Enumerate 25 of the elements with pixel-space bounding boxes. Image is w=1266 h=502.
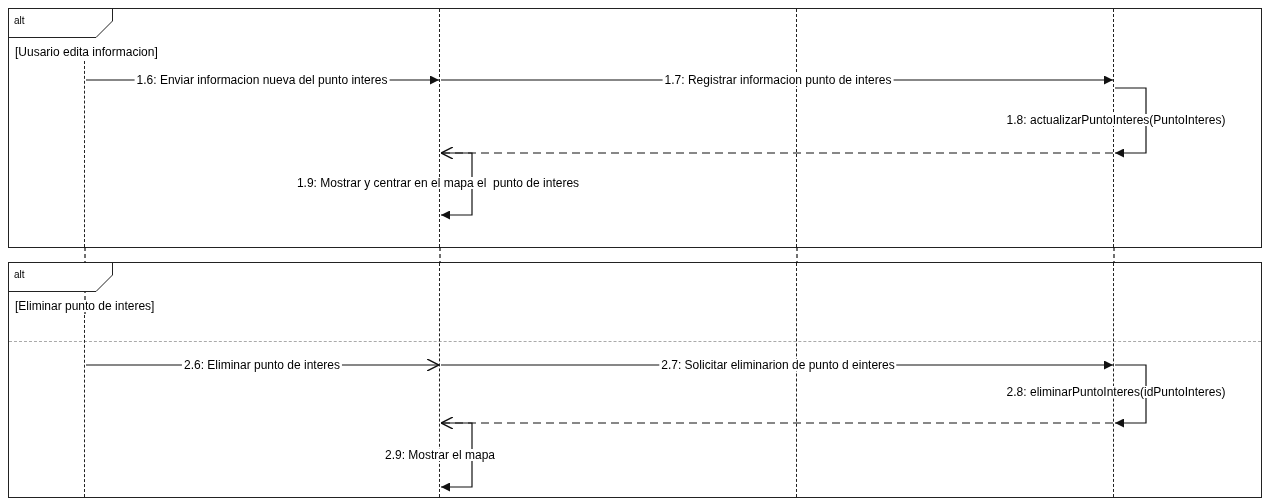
guard-condition: [Eliminar punto de interes] <box>15 300 155 312</box>
lifeline-segment <box>1113 246 1115 264</box>
operator-tab: alt <box>9 9 113 38</box>
message-label: 2.9: Mostrar el mapa <box>383 449 497 461</box>
self-message-arrow <box>440 152 473 220</box>
combined-fragment-frame <box>8 262 1262 498</box>
self-message-arrow <box>1114 87 1147 158</box>
message-label: 2.6: Eliminar punto de interes <box>181 359 343 371</box>
return-message-arrow <box>440 146 1114 160</box>
message-label: 2.8: eliminarPuntoInteres(idPuntoInteres) <box>1004 386 1228 398</box>
combined-fragment-frame <box>8 8 1262 248</box>
lifeline <box>84 61 86 247</box>
message-label: 2.7: Solicitar eliminarion de punto d einteres <box>659 359 897 371</box>
self-message-arrow <box>440 422 473 492</box>
message-label: 1.9: Mostrar y centrar en el mapa el punto de interes <box>294 177 582 189</box>
lifeline <box>84 315 86 497</box>
return-message-arrow <box>440 416 1114 430</box>
self-message-arrow <box>1114 364 1147 428</box>
lifeline-segment <box>796 246 798 264</box>
guard-condition: [Uusario edita informacion] <box>15 46 158 58</box>
message-label: 1.8: actualizarPuntoInteres(PuntoInteres) <box>1004 114 1228 126</box>
message-label: 1.7: Registrar informacion punto de interes <box>662 74 894 86</box>
operator-tab: alt <box>9 263 113 292</box>
message-label: 1.6: Enviar informacion nueva del punto interes <box>134 74 390 86</box>
lifeline-segment <box>439 246 441 264</box>
